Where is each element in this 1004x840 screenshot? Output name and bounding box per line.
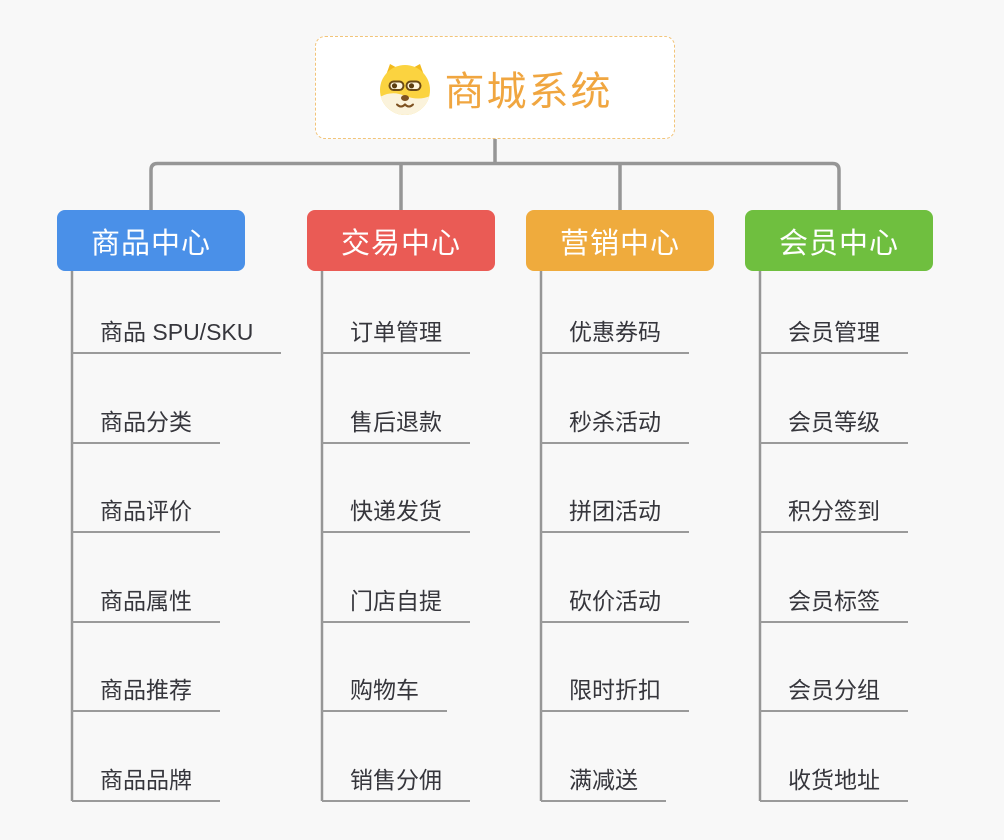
sub-topic[interactable]: 会员分组 (760, 676, 908, 712)
branch-topic-trade-center[interactable]: 交易中心 (307, 210, 495, 271)
sub-topic[interactable]: 优惠券码 (541, 318, 689, 354)
sub-topic[interactable]: 积分签到 (760, 497, 908, 533)
branch-topic-member-center[interactable]: 会员中心 (745, 210, 933, 271)
sub-topic[interactable]: 快递发货 (322, 497, 470, 533)
root-topic[interactable]: 商城系统 (315, 36, 675, 139)
sub-topic[interactable]: 秒杀活动 (541, 408, 689, 444)
sub-topic[interactable]: 商品属性 (72, 587, 220, 623)
root-topic-label: 商城系统 (444, 69, 613, 114)
sub-topic[interactable]: 商品评价 (72, 497, 220, 533)
sub-topic[interactable]: 门店自提 (322, 587, 470, 623)
branch-topic-label: 会员中心 (778, 227, 899, 260)
sub-topic[interactable]: 销售分佣 (322, 766, 470, 802)
sub-topic[interactable]: 限时折扣 (541, 676, 689, 712)
sub-topic[interactable]: 购物车 (322, 676, 447, 712)
branch-topic-label: 商品中心 (90, 227, 211, 260)
sub-topic[interactable]: 商品品牌 (72, 766, 220, 802)
branch-topic-label: 营销中心 (559, 227, 680, 260)
doge-face-icon (379, 63, 430, 115)
sub-topic[interactable]: 拼团活动 (541, 497, 689, 533)
sub-topic[interactable]: 满减送 (541, 766, 666, 802)
sub-topic[interactable]: 收货地址 (760, 766, 908, 802)
branch-topic-product-center[interactable]: 商品中心 (57, 210, 245, 271)
sub-topic[interactable]: 商品推荐 (72, 676, 220, 712)
sub-topic[interactable]: 商品 SPU/SKU (72, 318, 282, 354)
sub-topic[interactable]: 会员标签 (760, 587, 908, 623)
branch-topic-label: 交易中心 (340, 227, 461, 260)
sub-topic[interactable]: 会员管理 (760, 318, 908, 354)
branch-topic-marketing-center[interactable]: 营销中心 (526, 210, 714, 271)
sub-topic[interactable]: 售后退款 (322, 408, 470, 444)
sub-topic[interactable]: 订单管理 (322, 318, 470, 354)
sub-topic[interactable]: 会员等级 (760, 408, 908, 444)
sub-topic[interactable]: 砍价活动 (541, 587, 689, 623)
sub-topic[interactable]: 商品分类 (72, 408, 220, 444)
